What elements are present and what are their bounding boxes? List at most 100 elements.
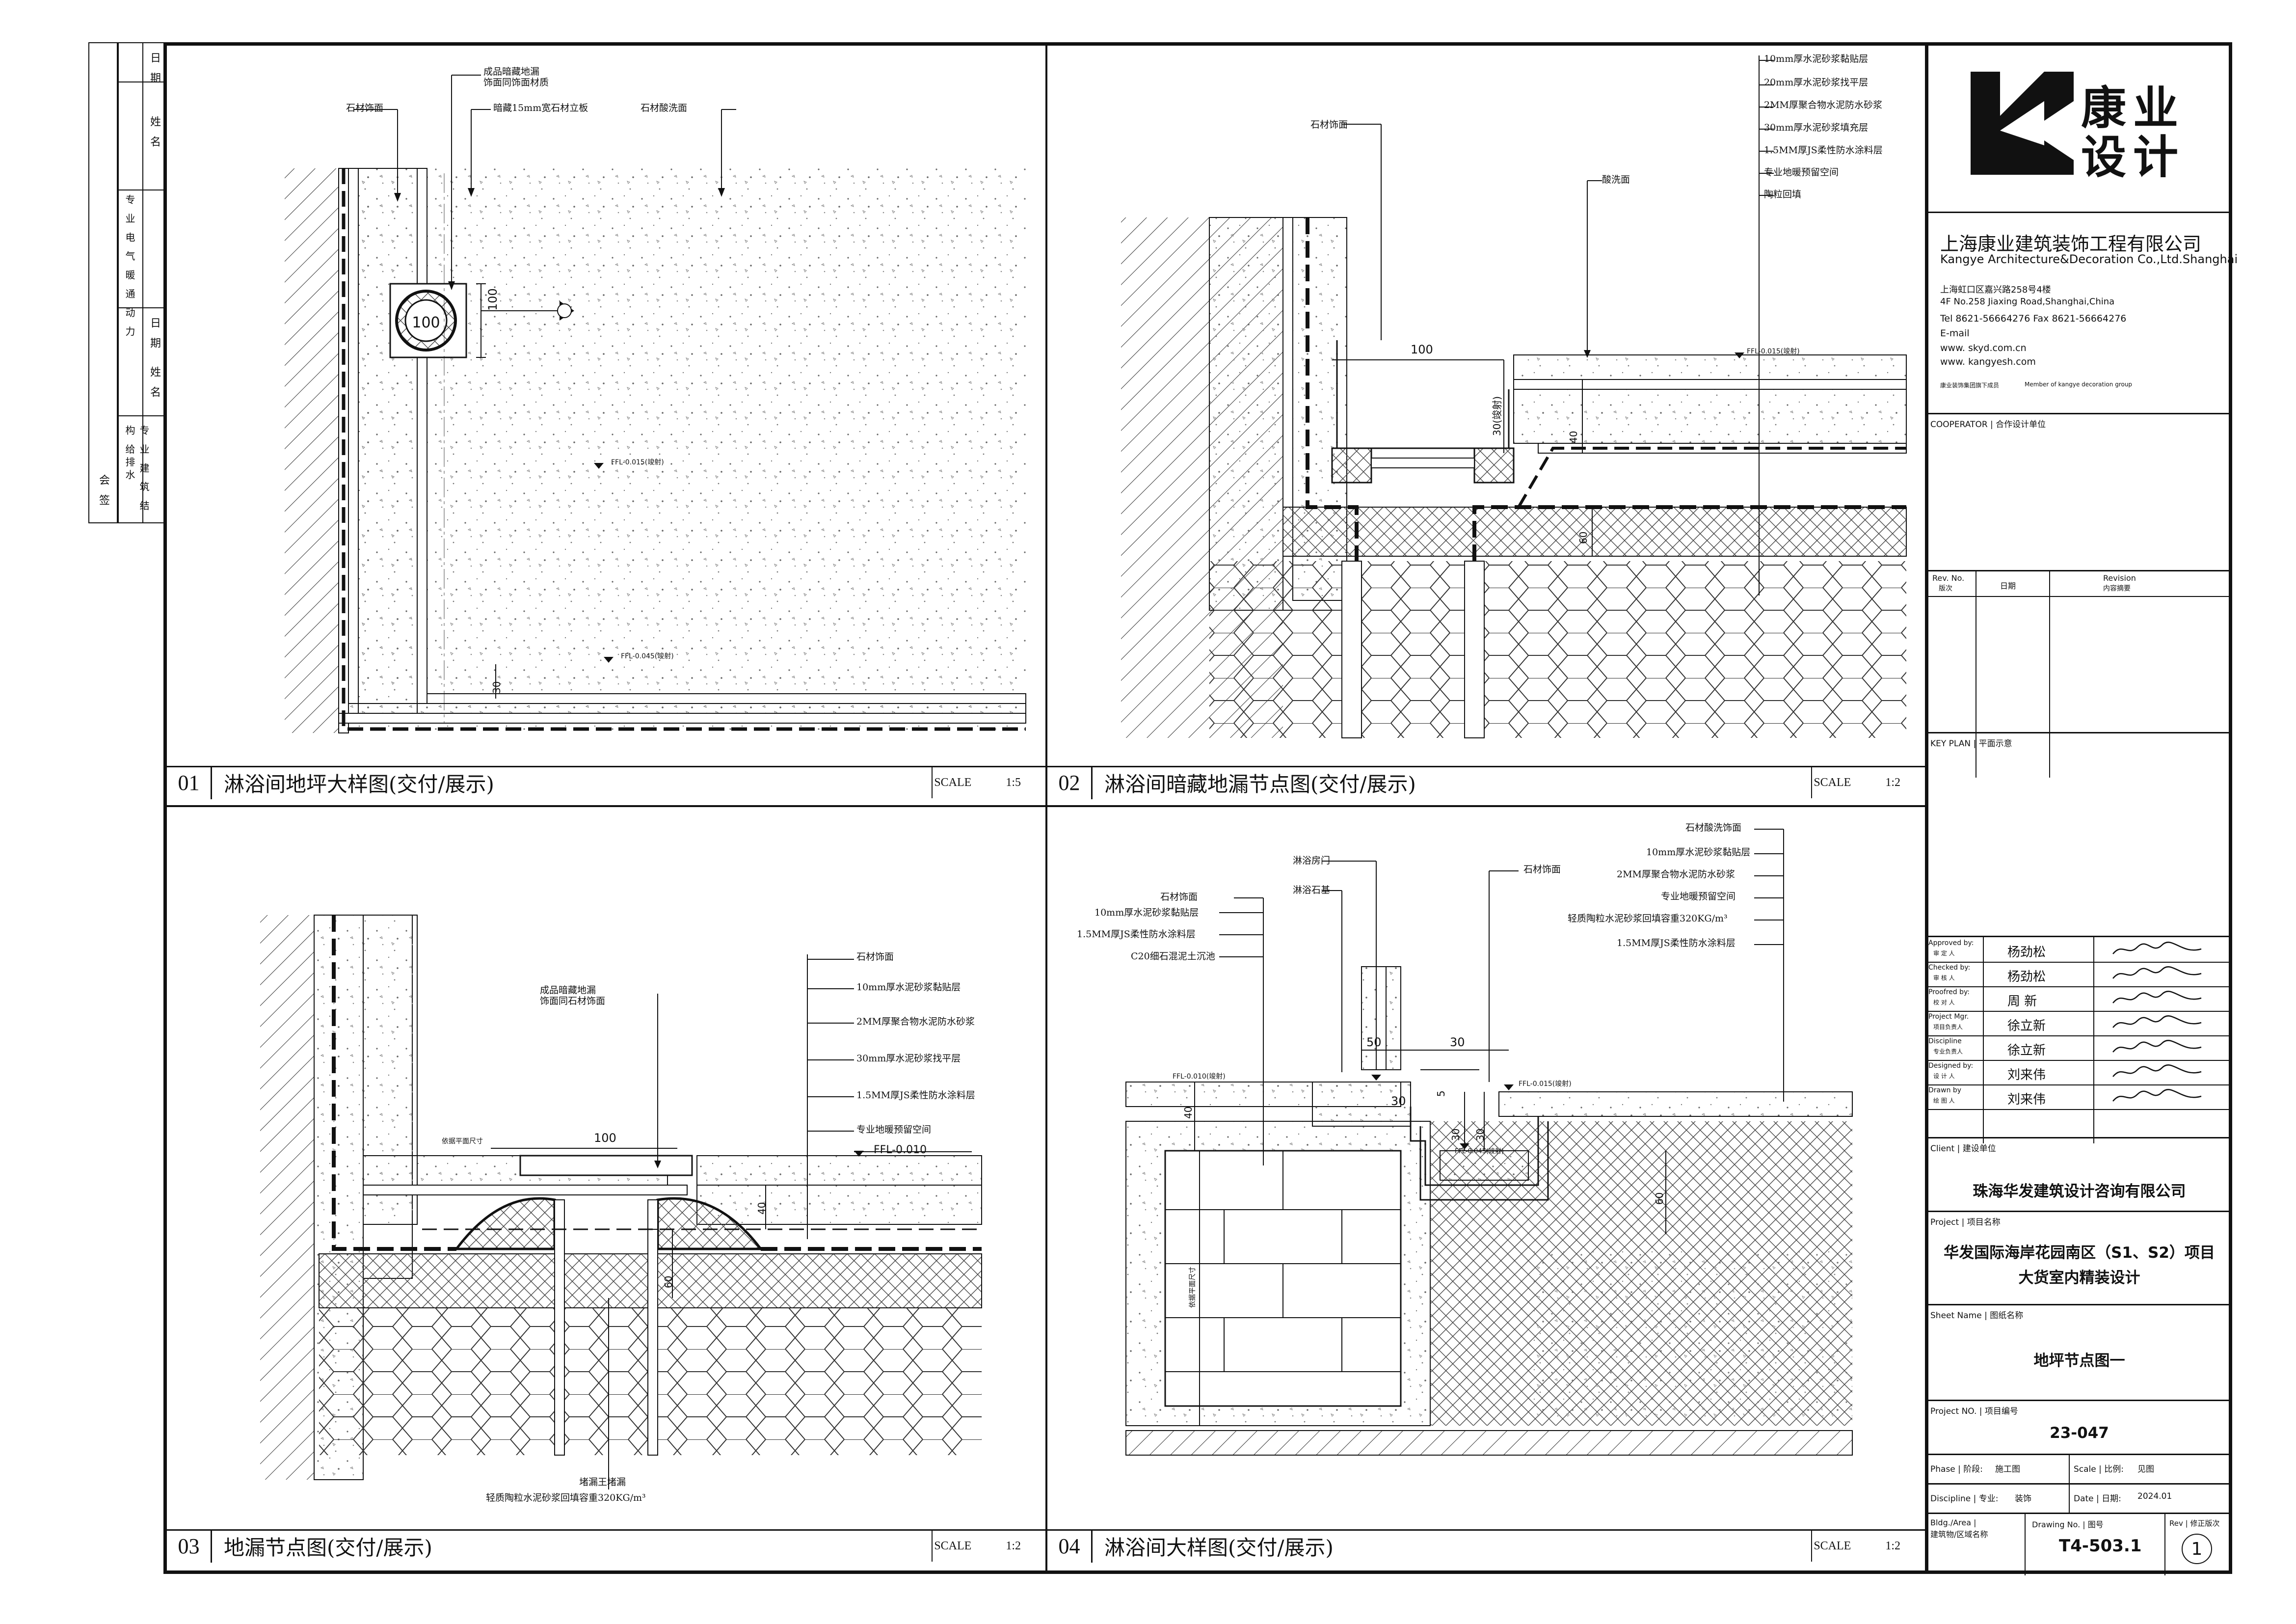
signoff-role-en: Designed by:	[1928, 1062, 1974, 1070]
panel-04-scale: 1:2	[1885, 1540, 1900, 1552]
discipline-row: Discipline | 专业: 装饰 Date | 日期: 2024.01	[1926, 1483, 2232, 1513]
signoff-role-en: Proofred by:	[1928, 988, 1970, 996]
p4-level-1: FFL-0.010(竣射)	[1173, 1073, 1226, 1081]
signature-scribble-icon	[2108, 1087, 2206, 1106]
client-section: Client | 建设单位 珠海华发建筑设计咨询有限公司	[1926, 1137, 2232, 1255]
p4-left-1: 石材饰面	[1160, 892, 1198, 902]
p4-layer-1: 石材酸洗饰面	[1685, 822, 1742, 833]
p3-dim-100: 100	[594, 1131, 616, 1145]
p3-dim-60: 60	[663, 1275, 674, 1288]
panel-03-scale: 1:2	[1006, 1540, 1021, 1552]
p3-layer-5: 1.5MM厚JS柔性防水涂料层	[856, 1090, 975, 1101]
signature-scribble-icon	[2108, 940, 2206, 959]
p3-layer-4: 30mm厚水泥砂浆找平层	[856, 1053, 961, 1064]
revision-section: Rev. No. 版次 日期 Revision 内容摘要	[1926, 570, 2232, 778]
signoff-role-cn: 项目负责人	[1933, 1024, 1963, 1030]
signoff-role-en: Approved by:	[1928, 939, 1974, 947]
p4-dim-30a: 30	[1450, 1035, 1465, 1049]
panel-01: 100 成品暗藏地漏 饰面同饰面材质 石材饰面 暗藏15mm宽石材立板 石材酸洗…	[167, 46, 1045, 805]
p3-level: FFL-0.010	[874, 1144, 927, 1156]
panel-02-scale: 1:2	[1885, 776, 1900, 789]
revision-number: 1	[2182, 1534, 2212, 1564]
p3-bottom-1: 堵漏王堵漏	[579, 1477, 626, 1488]
phase-label: Phase | 阶段:	[1930, 1464, 1983, 1474]
website-2: www. kangyesh.com	[1940, 356, 2036, 367]
countersign-col	[88, 42, 118, 523]
svg-text:100: 100	[412, 314, 440, 331]
p4-dim-50: 50	[1366, 1035, 1382, 1049]
signoff-role-en: Project Mgr.	[1928, 1013, 1969, 1021]
logo-mark-icon	[1971, 72, 2074, 175]
panel-04-drawing	[1125, 829, 1853, 1456]
p4-dim-40: 40	[1182, 1106, 1194, 1119]
p2-layer-7: 陶粒回填	[1764, 189, 1802, 200]
address-cn: 上海虹口区嘉兴路258号4楼	[1940, 285, 2051, 295]
rev-no-cn: 版次	[1939, 585, 1952, 593]
discipline-a: 专 业 电 气 暖 通 动 力	[124, 194, 135, 339]
client-name: 珠海华发建筑设计咨询有限公司	[1973, 1183, 2186, 1200]
bldg-label-cn: 建筑物/区域名称	[1930, 1530, 1988, 1539]
drawing-frame	[163, 42, 2232, 1574]
p1-label-drain-finish: 饰面同饰面材质	[483, 77, 549, 88]
p4-mid-base: 淋浴石基	[1293, 885, 1331, 895]
p2-layer-5: 1.5MM厚JS柔性防水涂料层	[1764, 145, 1883, 156]
address-en: 4F No.258 Jiaxing Road,Shanghai,China	[1940, 297, 2115, 307]
p1-label-acidwash: 石材酸洗面	[641, 103, 688, 113]
drawing-no-row: Bldg./Area | 建筑物/区域名称 Drawing No. | 图号 T…	[1926, 1513, 2232, 1575]
panel-02: 10mm厚水泥砂浆黏贴层 20mm厚水泥砂浆找平层 2MM厚聚合物水泥防水砂浆 …	[1047, 46, 1925, 766]
bldg-label: Bldg./Area |	[1930, 1518, 1976, 1527]
rev-date-label: 日期	[2000, 581, 2016, 591]
sheet-label: Sheet Name | 图纸名称	[1930, 1311, 2024, 1321]
cooperator-label: COOPERATOR | 合作设计单位	[1930, 420, 2046, 430]
p4-layer-3: 2MM厚聚合物水泥防水砂浆	[1617, 869, 1735, 880]
panel-02-title: 淋浴间暗藏地漏节点图(交付/展示)	[1104, 772, 1416, 796]
panel-02-scale-label: SCALE	[1814, 776, 1851, 789]
p4-mid-stone: 石材饰面	[1523, 864, 1561, 875]
panel-01-number: 01	[167, 766, 212, 799]
signature-scribble-icon	[2108, 1038, 2206, 1057]
panel-03-drawing	[260, 915, 982, 1489]
signoff-role-cn: 审 核 人	[1933, 974, 1955, 981]
tel-fax: Tel 8621-56664276 Fax 8621-56664276	[1940, 313, 2127, 324]
name-label-a: 姓 名	[148, 116, 160, 150]
panel-03-number: 03	[167, 1530, 212, 1563]
member-en: Member of kangye decoration group	[2025, 381, 2133, 388]
signoff-role-en: Checked by:	[1928, 964, 1971, 972]
p2-layer-3: 2MM厚聚合物水泥防水砂浆	[1764, 100, 1882, 110]
discipline-b: 专 业 建 筑 结 构 给排水	[124, 425, 150, 514]
signature-scribble-icon	[2108, 1014, 2206, 1032]
p4-layer-5: 轻质陶粒水泥砂浆回填容重320KG/m³	[1568, 913, 1728, 924]
p4-dim-30c: 30	[1450, 1128, 1462, 1141]
p1-label-riser: 暗藏15mm宽石材立板	[493, 103, 588, 113]
website-1: www. skyd.com.cn	[1940, 343, 2027, 353]
signoff-role-cn: 设 计 人	[1933, 1073, 1955, 1080]
p2-layer-4: 30mm厚水泥砂浆填充层	[1764, 122, 1869, 133]
panel-02-titlebar: 02 淋浴间暗藏地漏节点图(交付/展示) SCALE 1:2	[1047, 766, 1925, 799]
logo-text-2: 设计	[2081, 131, 2186, 184]
panel-02-number: 02	[1047, 766, 1093, 799]
p4-left-4: C20细石混泥土沉池	[1131, 951, 1215, 962]
signature-scribble-icon	[2108, 989, 2206, 1008]
countersign-label: 会 签	[97, 474, 109, 508]
p3-layer-2: 10mm厚水泥砂浆黏贴层	[856, 982, 961, 993]
panel-02-drawing	[1121, 55, 1907, 738]
signoff-role-cn: 绘 图 人	[1933, 1097, 1955, 1104]
signoff-name: 杨劲松	[2007, 970, 2046, 984]
p4-level-3: FFL-0.045(竣射)	[1455, 1148, 1504, 1155]
sheet-name: 地坪节点图一	[2033, 1352, 2125, 1370]
project-name-1: 华发国际海岸花园南区（S1、S2）项目	[1944, 1244, 2215, 1262]
p3-bottom-2: 轻质陶粒水泥砂浆回填容重320KG/m³	[486, 1492, 646, 1503]
p3-dim-40: 40	[756, 1202, 768, 1215]
signoff-role-en: Discipline	[1928, 1037, 1962, 1045]
signoff-role-cn: 专业负责人	[1933, 1048, 1963, 1055]
p2-layer-1: 10mm厚水泥砂浆黏贴层	[1764, 54, 1869, 64]
keyplan-section: KEY PLAN | 平面示意	[1926, 732, 2232, 980]
date-label: Date | 日期:	[2074, 1494, 2121, 1504]
p2-dim-40: 40	[1568, 431, 1579, 443]
date-value: 2024.01	[2137, 1491, 2172, 1501]
p2-label-stone: 石材饰面	[1310, 119, 1348, 130]
p4-layer-2: 10mm厚水泥砂浆黏贴层	[1646, 847, 1751, 858]
countersign-grid: 会 签 日 期 姓 名 专 业 电 气 暖 通 动 力 日 期 姓 名 专 业 …	[88, 42, 164, 523]
